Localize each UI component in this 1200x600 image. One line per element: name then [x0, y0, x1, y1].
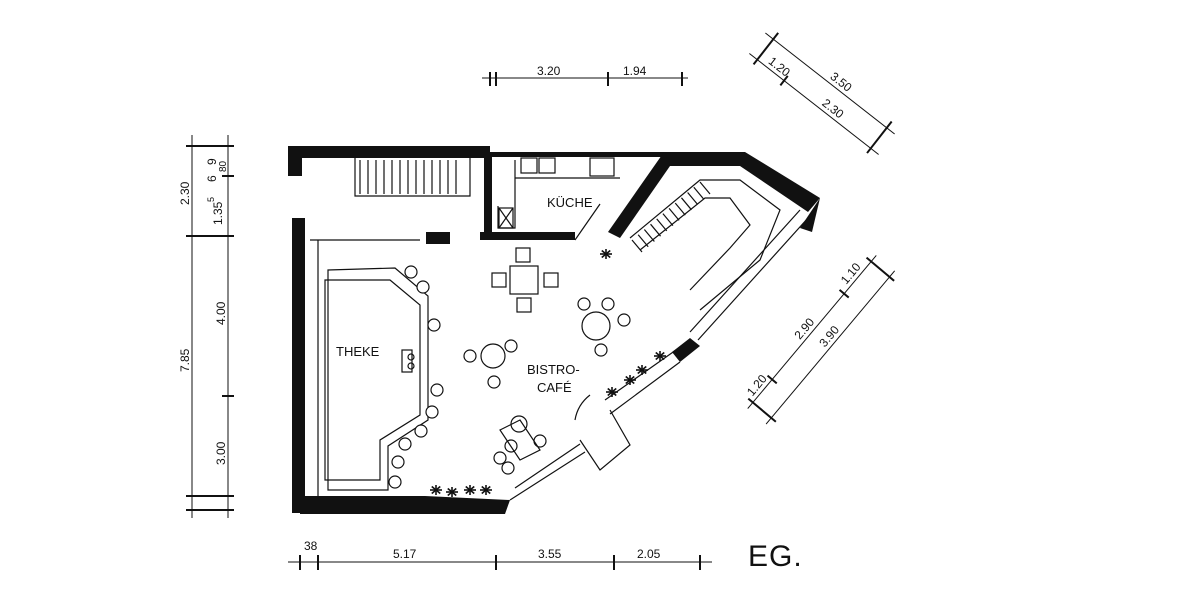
- dim-se-total: 3.90: [816, 323, 842, 350]
- plant-leaf: [451, 487, 457, 493]
- chair: [404, 265, 418, 279]
- ne-dimension: 3.50 1.20 2.30: [749, 32, 895, 155]
- dim-ne-total: 3.50: [827, 69, 854, 95]
- chair: [414, 424, 428, 438]
- chair: [501, 461, 515, 475]
- dim-bottom-4: 2.05: [637, 547, 661, 561]
- chair: [504, 339, 518, 353]
- plant-icon: [624, 375, 636, 385]
- se-dimension: 1.20 2.90 1.10 3.90: [744, 255, 896, 425]
- plant-icon: [464, 485, 476, 495]
- dim-top-2: 1.94: [623, 64, 647, 78]
- dim-left-d: 1.35: [211, 201, 225, 225]
- stair-treads-upper: [359, 160, 457, 194]
- dim-ne-2: 2.30: [819, 96, 846, 122]
- chair: [533, 434, 547, 448]
- stair-tread: [668, 207, 680, 221]
- bar-label: THEKE: [336, 344, 380, 359]
- dim-left-f: 3.00: [214, 441, 228, 465]
- dim-se-2: 2.90: [792, 315, 818, 342]
- cafe-label-line2: CAFÉ: [537, 380, 572, 395]
- stair-tread: [662, 213, 674, 227]
- floor-title: EG.: [748, 540, 803, 573]
- plant-leaf: [611, 387, 617, 393]
- dim-ne-1: 1.20: [766, 54, 793, 80]
- left-dimension: 7.85 2.30 6 9 80 1.35 5 4.00 3.00: [178, 135, 234, 518]
- chair: [594, 343, 608, 357]
- stair-tread: [680, 197, 692, 211]
- dim-bottom-3: 3.55: [538, 547, 562, 561]
- stair-tread: [693, 186, 705, 200]
- interior-lines: [310, 157, 809, 501]
- stair-tread: [650, 223, 662, 237]
- chair: [427, 318, 441, 332]
- cafe-label-line1: BISTRO-: [527, 362, 580, 377]
- planters: [430, 249, 666, 497]
- stair-tread: [637, 234, 649, 248]
- plant-leaf: [605, 249, 611, 255]
- stair-tread: [631, 239, 643, 253]
- dim-top-1: 3.20: [537, 64, 561, 78]
- plant-icon: [446, 487, 458, 497]
- dim-left-c: 80: [218, 160, 229, 172]
- bar-counter: [324, 267, 429, 491]
- plant-icon: [636, 365, 648, 375]
- plant-leaf: [469, 485, 475, 491]
- plant-icon: [606, 387, 618, 397]
- room-labels: KÜCHE THEKE BISTRO- CAFÉ: [336, 195, 593, 395]
- dim-left-e: 4.00: [214, 301, 228, 325]
- stair-tread: [687, 192, 699, 205]
- dim-left-a: 6: [205, 175, 219, 182]
- chair: [463, 349, 477, 363]
- plant-icon: [430, 485, 442, 495]
- stair-tread: [656, 218, 668, 232]
- stair-tread: [643, 229, 655, 242]
- chair: [493, 451, 507, 465]
- plant-leaf: [485, 485, 491, 491]
- chair: [617, 313, 631, 327]
- plant-leaf: [659, 351, 665, 357]
- furniture: [388, 247, 631, 489]
- dim-left-upper: 2.30: [178, 181, 192, 205]
- stair-tread: [674, 202, 686, 216]
- dim-left-d-sup: 5: [206, 197, 216, 202]
- chair: [416, 280, 430, 294]
- plant-leaf: [435, 485, 441, 491]
- main-staircase: [629, 179, 781, 311]
- plant-leaf: [641, 365, 647, 371]
- bottom-dimension: 38 5.17 3.55 2.05: [288, 539, 712, 570]
- dim-bottom-1: 38: [304, 539, 318, 553]
- chair: [430, 383, 444, 397]
- top-dimension: 3.20 1.94: [482, 64, 688, 86]
- dim-bottom-2: 5.17: [393, 547, 417, 561]
- dim-se-1: 1.20: [744, 372, 770, 399]
- chair: [388, 475, 402, 489]
- plant-icon: [480, 485, 492, 495]
- chair: [601, 297, 615, 311]
- kitchen-label: KÜCHE: [547, 195, 593, 210]
- walls: [288, 146, 820, 514]
- plant-leaf: [629, 375, 635, 381]
- dim-left-b: 9: [205, 158, 219, 165]
- stair-tread: [699, 181, 711, 195]
- chair: [487, 375, 501, 389]
- chair: [577, 297, 591, 311]
- plant-icon: [600, 249, 612, 259]
- plant-icon: [654, 351, 666, 361]
- chair: [398, 437, 412, 451]
- dim-se-3: 1.10: [838, 260, 864, 287]
- dim-left-total: 7.85: [178, 348, 192, 372]
- chair: [391, 455, 405, 469]
- chair: [425, 405, 439, 419]
